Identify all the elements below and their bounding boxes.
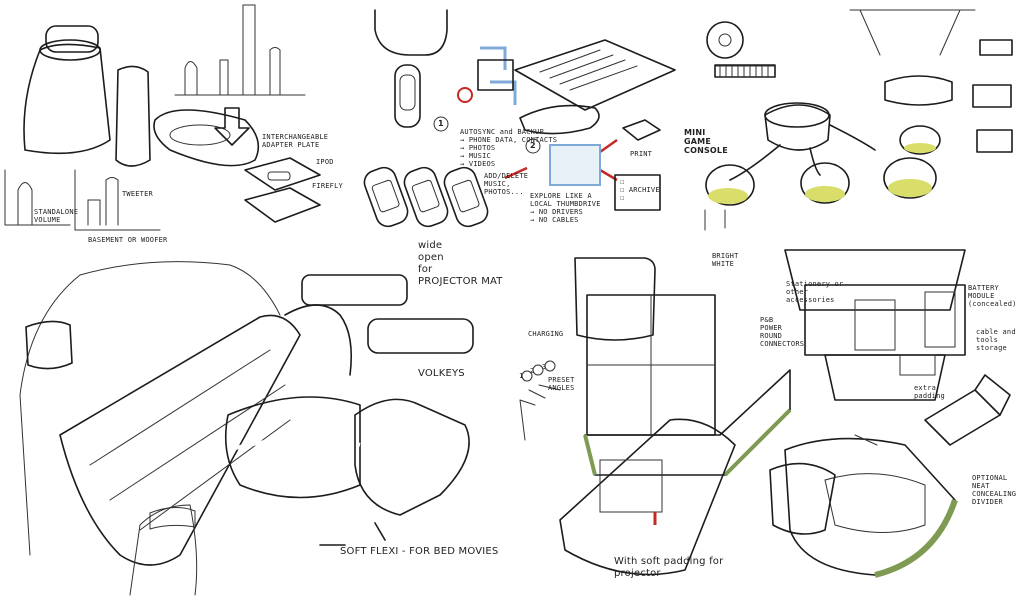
label-standalone: STANDALONE VOLUME: [34, 208, 79, 224]
laptop-bag-sketch: [519, 249, 1011, 578]
label-angle-2: 2: [530, 367, 535, 375]
label-adapter-plate: INTERCHANGEABLE ADAPTER PLATE: [262, 133, 329, 149]
label-optional-neat: OPTIONAL NEAT CONCEALING DIVIDER: [972, 474, 1017, 506]
label-sync-list: AUTOSYNC and BACKUP → PHONE DATA, CONTAC…: [460, 128, 558, 168]
label-volkeys: VOLKEYS: [418, 368, 465, 379]
label-add-delete: ADD/DELETE MUSIC, PHOTOS...: [484, 172, 529, 196]
label-charging: CHARGING: [528, 330, 564, 338]
label-extra-padding: extra padding: [914, 384, 945, 400]
label-step-1: 1: [438, 119, 444, 128]
label-wide-open: wide open for PROJECTOR MAT: [418, 240, 503, 287]
label-angle-1: 1: [519, 372, 524, 380]
label-bright-white: BRIGHT WHITE: [712, 252, 739, 268]
label-cable-tools: cable and tools storage: [976, 328, 1016, 352]
label-preset-angles: PRESET ANGLES: [548, 376, 575, 392]
label-soft-flexi: SOFT FLEXI - FOR BED MOVIES: [340, 546, 499, 557]
label-checklist: ☐ ☐ ARCHIVE ☐: [620, 178, 660, 202]
label-print: PRINT: [630, 150, 653, 158]
label-firefly: FIREFLY: [312, 182, 343, 190]
speaker-dock-sketch: [4, 4, 321, 231]
label-power-connectors: P&B POWER ROUND CONNECTORS: [760, 316, 805, 348]
label-soft-padding: With soft padding for projector: [614, 556, 724, 579]
label-ipod: IPOD: [316, 158, 334, 166]
label-basement-woofer: BASEMENT OR WOOFER: [88, 236, 168, 244]
label-step-2: 2: [530, 141, 536, 150]
label-explore: EXPLORE LIKE A LOCAL THUMBDRIVE → NO DRI…: [530, 192, 601, 224]
label-tweeter: TWEETER: [122, 190, 153, 198]
phone-sync-sketch: [363, 9, 676, 228]
projector-mat-sketch: [19, 261, 474, 596]
label-battery-module: BATTERY MODULE (concealed): [968, 284, 1017, 308]
label-stationery: Stationery or other accessories: [786, 280, 844, 304]
label-angle-3: 3: [542, 363, 547, 371]
game-console-sketch: [704, 9, 1013, 231]
label-mini-game-console: MINI GAME CONSOLE: [684, 128, 728, 155]
